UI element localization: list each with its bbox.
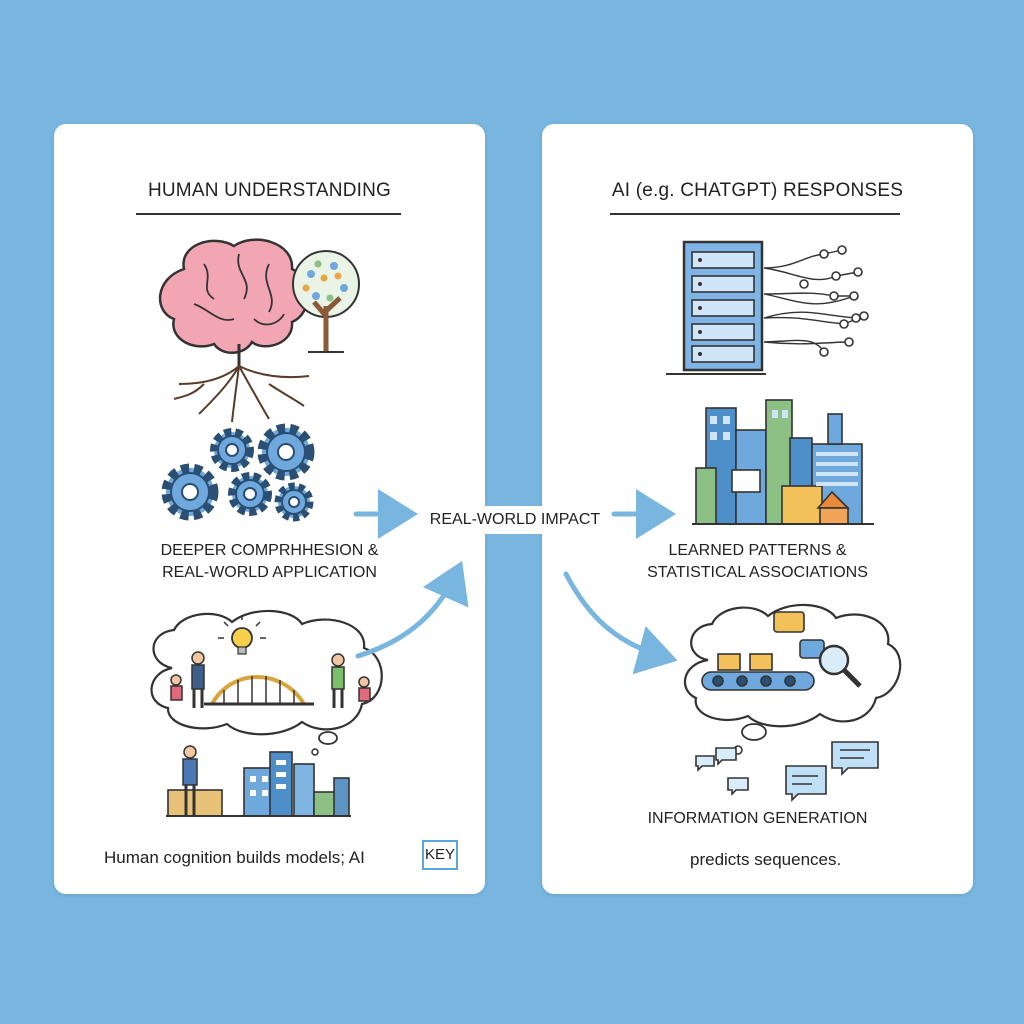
roots-icon: [173, 365, 310, 423]
ai-caption: LEARNED PATTERNS & STATISTICAL ASSOCIATI…: [542, 540, 973, 584]
information-generation-label: INFORMATION GENERATION: [647, 810, 868, 827]
magnifier-icon: [818, 644, 862, 688]
people-bridge-cloud: [150, 609, 383, 736]
real-world-impact-label: REAL-WORLD IMPACT: [420, 506, 610, 534]
city-icon: [166, 745, 351, 817]
key-button[interactable]: KEY: [422, 840, 458, 870]
ai-city-icon: [692, 399, 874, 525]
server-icon: [666, 240, 766, 375]
conveyor-icon: [701, 653, 815, 691]
human-caption-line-2: REAL-WORLD APPLICATION: [162, 564, 377, 581]
processing-cloud: [683, 603, 902, 728]
human-footer-text: Human cognition builds models; AI: [104, 848, 365, 867]
gears-icon: [161, 423, 315, 522]
people-bridge-icon: [170, 651, 371, 708]
human-caption: DEEPER COMPRHHESION & REAL-WORLD APPLICA…: [54, 540, 485, 584]
title-underline: [610, 213, 900, 215]
human-caption-line-1: DEEPER COMPRHHESION &: [160, 542, 379, 559]
title-underline: [136, 213, 401, 215]
panel-title-ai-responses: AI (e.g. CHATGPT) RESPONSES: [611, 180, 904, 201]
ai-footer-text: predicts sequences.: [690, 850, 842, 869]
chat-bubbles-icon: [695, 741, 879, 802]
thought-bubble-dots: [733, 723, 767, 755]
panel-title-human-understanding: HUMAN UNDERSTANDING: [147, 180, 392, 201]
thought-bubble-dots: [311, 731, 338, 756]
neural-network-icon: [763, 245, 869, 357]
chat-bubble-small-icon: [773, 611, 825, 659]
ai-responses-panel: AI (e.g. CHATGPT) RESPONSES: [542, 124, 973, 894]
lightbulb-icon: [218, 615, 266, 655]
tree-icon: [292, 250, 360, 353]
ai-caption-line-1: LEARNED PATTERNS &: [668, 542, 847, 559]
ai-caption-line-2: STATISTICAL ASSOCIATIONS: [647, 564, 868, 581]
brain-icon: [158, 238, 310, 423]
